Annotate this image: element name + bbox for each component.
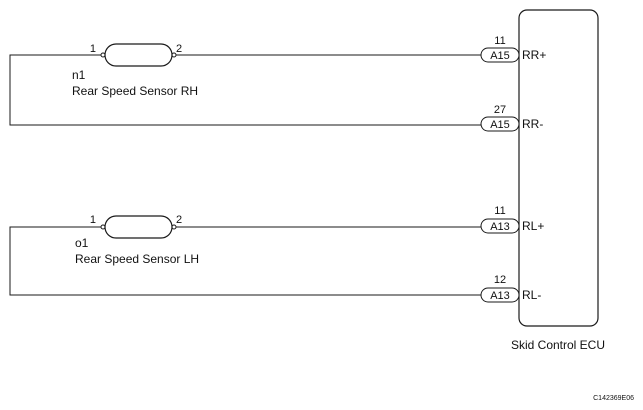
rh-pin-left: 1	[90, 43, 96, 55]
lh-sensor-circuit: 1 2 o1 Rear Speed Sensor LH 11 A13 RL+ 1…	[9, 205, 544, 303]
lh-pin-left: 1	[90, 214, 96, 226]
rh-pin-right: 2	[176, 43, 182, 55]
lh-sensor-symbol	[104, 215, 173, 239]
ecu-box	[518, 9, 599, 327]
rh-conn2-ecu-pin: 27	[494, 104, 506, 116]
lh-conn1-ecu-pin: 11	[494, 205, 505, 217]
lh-conn1-connector-code: A13	[490, 221, 510, 233]
lh-sensor-name: Rear Speed Sensor LH	[75, 252, 199, 266]
lh-conn1-terminal: RL+	[522, 219, 544, 233]
rh-sensor-circuit: 1 2 n1 Rear Speed Sensor RH 11 A15 RR+ 2…	[9, 35, 546, 132]
figure-code: C142369E06	[593, 395, 634, 402]
lh-conn1-connector	[480, 218, 520, 234]
rh-conn2-connector-code: A15	[490, 119, 510, 131]
lh-wire-left-loop	[9, 226, 481, 296]
lh-conn2-connector	[480, 287, 520, 303]
rh-conn1-terminal: RR+	[522, 48, 546, 62]
ecu-label: Skid Control ECU	[511, 338, 605, 352]
rh-conn1-connector-code: A15	[490, 50, 510, 62]
lh-conn2-terminal: RL-	[522, 288, 541, 302]
lh-conn2-connector-code: A13	[490, 290, 510, 302]
lh-conn2-ecu-pin: 12	[494, 274, 506, 286]
rh-conn2-connector	[480, 116, 520, 132]
rh-wire-left-loop	[9, 54, 481, 126]
lh-sensor-id: o1	[75, 236, 89, 250]
rh-sensor-name: Rear Speed Sensor RH	[72, 84, 198, 98]
rh-conn2-terminal: RR-	[522, 117, 543, 131]
rh-conn1-connector	[480, 47, 520, 63]
rh-conn1-ecu-pin: 11	[494, 35, 505, 47]
rh-sensor-symbol	[104, 43, 173, 67]
rh-sensor-id: n1	[72, 68, 86, 82]
lh-pin-right: 2	[176, 214, 182, 226]
